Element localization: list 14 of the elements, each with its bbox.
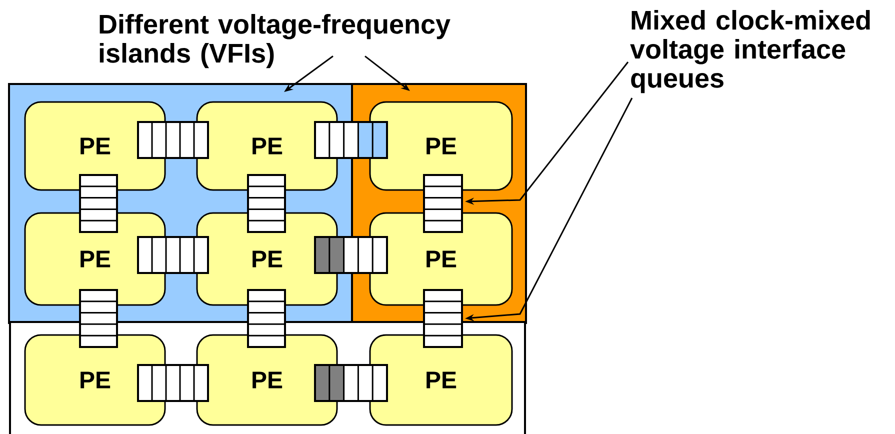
queue [137,121,209,159]
queue [79,289,118,348]
queue [314,121,388,159]
queue [423,289,463,348]
queue [79,174,118,233]
callout-text: Mixed clock-mixed voltage interface queues [630,10,870,94]
queue [423,174,463,233]
queue [247,289,286,348]
queue [247,174,286,233]
queue [314,236,388,274]
callout-text: Different voltage-frequency islands (VFIs) [100,14,450,68]
queue [314,364,388,402]
queue [137,236,209,274]
queue [137,364,209,402]
